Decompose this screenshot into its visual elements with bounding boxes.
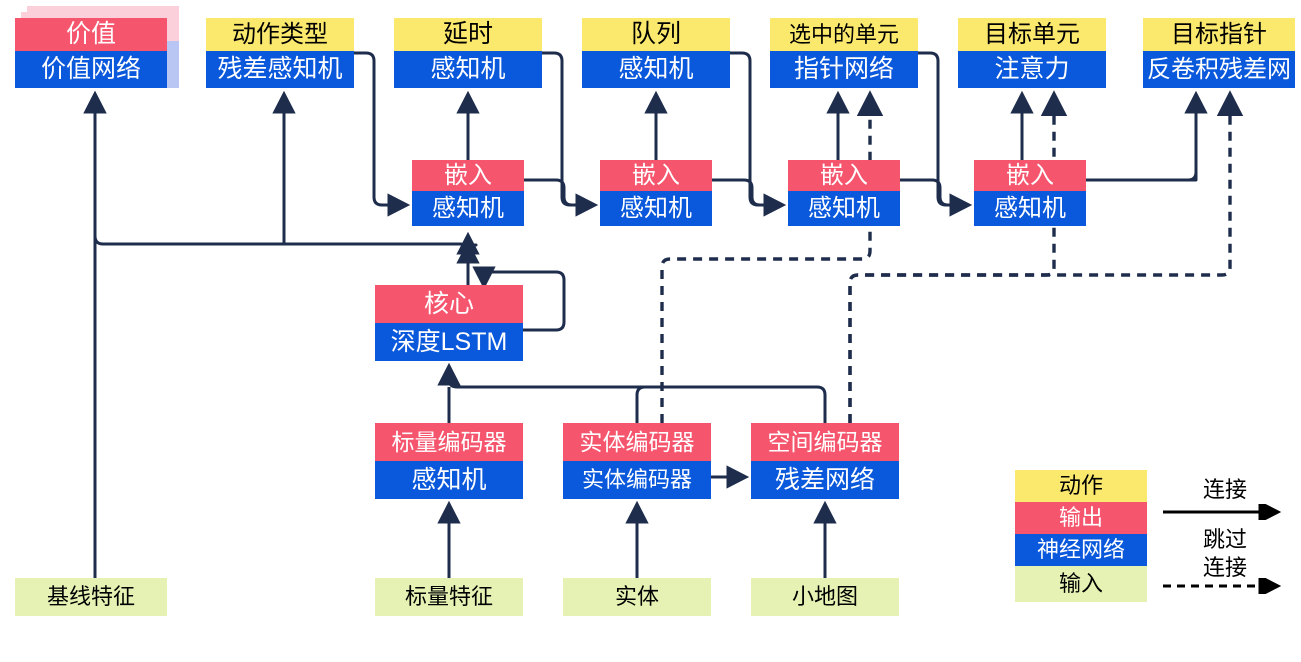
node-spatial-encoder-top: 空间编码器 xyxy=(751,423,899,461)
legend: 动作 输出 神经网络 输入 连接 跳过 连接 xyxy=(1015,470,1290,610)
node-target-unit-bottom: 注意力 xyxy=(958,51,1106,88)
edge-embed3-to-embed4 xyxy=(900,178,968,207)
node-embed-2-bottom: 感知机 xyxy=(600,191,712,226)
node-queued-bottom: 感知机 xyxy=(582,51,730,88)
legend-skip-arrow xyxy=(1163,578,1282,594)
node-minimap[interactable]: 小地图 xyxy=(751,578,899,616)
legend-swatch-action: 动作 xyxy=(1015,470,1147,502)
node-value-bottom: 价值网络 xyxy=(15,51,167,88)
node-action-type-top: 动作类型 xyxy=(206,18,354,51)
node-entities[interactable]: 实体 xyxy=(563,578,711,616)
skip-entity-encoder-to-selected xyxy=(660,90,884,423)
legend-skip-label-line2: 连接 xyxy=(1202,555,1247,580)
node-core-bottom: 深度LSTM xyxy=(375,323,523,361)
node-queued-top: 队列 xyxy=(582,18,730,51)
edge-entity-encoder-bus xyxy=(635,385,680,423)
edge-embed1-to-embed2 xyxy=(524,178,594,207)
node-embed-2-top: 嵌入 xyxy=(600,160,712,191)
node-scalar-encoder[interactable]: 标量编码器 感知机 xyxy=(375,423,523,499)
node-embed-1-top: 嵌入 xyxy=(412,160,524,191)
node-embed-3[interactable]: 嵌入 感知机 xyxy=(788,160,900,226)
node-action-type[interactable]: 动作类型 残差感知机 xyxy=(206,18,354,88)
node-delay[interactable]: 延时 感知机 xyxy=(394,18,542,88)
legend-swatch-output: 输出 xyxy=(1015,502,1147,534)
node-delay-top: 延时 xyxy=(394,18,542,51)
legend-connection-label: 连接 xyxy=(1202,477,1247,502)
node-embed-4-bottom: 感知机 xyxy=(974,191,1086,226)
node-queued[interactable]: 队列 感知机 xyxy=(582,18,730,88)
edge-embed2-to-embed3 xyxy=(712,178,782,207)
node-embed-1[interactable]: 嵌入 感知机 xyxy=(412,160,524,226)
node-action-type-bottom: 残差感知机 xyxy=(206,51,354,88)
node-selected-units-top: 选中的单元 xyxy=(770,18,918,51)
node-entity-encoder[interactable]: 实体编码器 实体编码器 xyxy=(563,423,711,499)
node-core-top: 核心 xyxy=(375,285,523,323)
node-scalar-features[interactable]: 标量特征 xyxy=(375,578,523,616)
node-embed-4-top: 嵌入 xyxy=(974,160,1086,191)
node-embed-3-bottom: 感知机 xyxy=(788,191,900,226)
node-spatial-encoder-bottom: 残差网络 xyxy=(751,461,899,499)
node-embed-2[interactable]: 嵌入 感知机 xyxy=(600,160,712,226)
node-embed-3-top: 嵌入 xyxy=(788,160,900,191)
node-scalar-encoder-top: 标量编码器 xyxy=(375,423,523,461)
legend-swatch-input: 输入 xyxy=(1015,566,1147,602)
edge-core-recurrent xyxy=(472,266,566,332)
node-embed-4[interactable]: 嵌入 感知机 xyxy=(974,160,1086,226)
node-selected-units[interactable]: 选中的单元 指针网络 xyxy=(770,18,918,88)
edge-embed4-right-stub xyxy=(1086,95,1198,182)
node-value[interactable]: 价值 价值网络 xyxy=(15,18,167,88)
node-delay-bottom: 感知机 xyxy=(394,51,542,88)
legend-connection-arrow xyxy=(1163,504,1282,520)
node-baseline-features[interactable]: 基线特征 xyxy=(15,578,167,616)
legend-swatch-neural-network: 神经网络 xyxy=(1015,534,1147,566)
node-target-unit[interactable]: 目标单元 注意力 xyxy=(958,18,1106,88)
node-target-point-top: 目标指针 xyxy=(1143,18,1295,51)
node-spatial-encoder[interactable]: 空间编码器 残差网络 xyxy=(751,423,899,499)
node-target-unit-top: 目标单元 xyxy=(958,18,1106,51)
node-embed-1-bottom: 感知机 xyxy=(412,191,524,226)
edge-embed4-to-target-point xyxy=(1086,90,1208,182)
node-entity-encoder-top: 实体编码器 xyxy=(563,423,711,461)
legend-skip-label-line1: 跳过 xyxy=(1202,527,1247,552)
edge-action-type-to-embed1 xyxy=(354,51,411,217)
skip-spatial-encoder-to-target-point xyxy=(848,90,1244,423)
node-entity-encoder-bottom: 实体编码器 xyxy=(563,461,711,499)
node-target-point[interactable]: 目标指针 反卷积残差网 xyxy=(1143,18,1295,88)
node-selected-units-bottom: 指针网络 xyxy=(770,51,918,88)
node-value-top: 价值 xyxy=(15,18,167,51)
edge-encoder-bus-to-core xyxy=(437,362,827,423)
node-scalar-encoder-bottom: 感知机 xyxy=(375,461,523,499)
node-core[interactable]: 核心 深度LSTM xyxy=(375,285,523,361)
node-target-point-bottom: 反卷积残差网 xyxy=(1143,51,1295,88)
